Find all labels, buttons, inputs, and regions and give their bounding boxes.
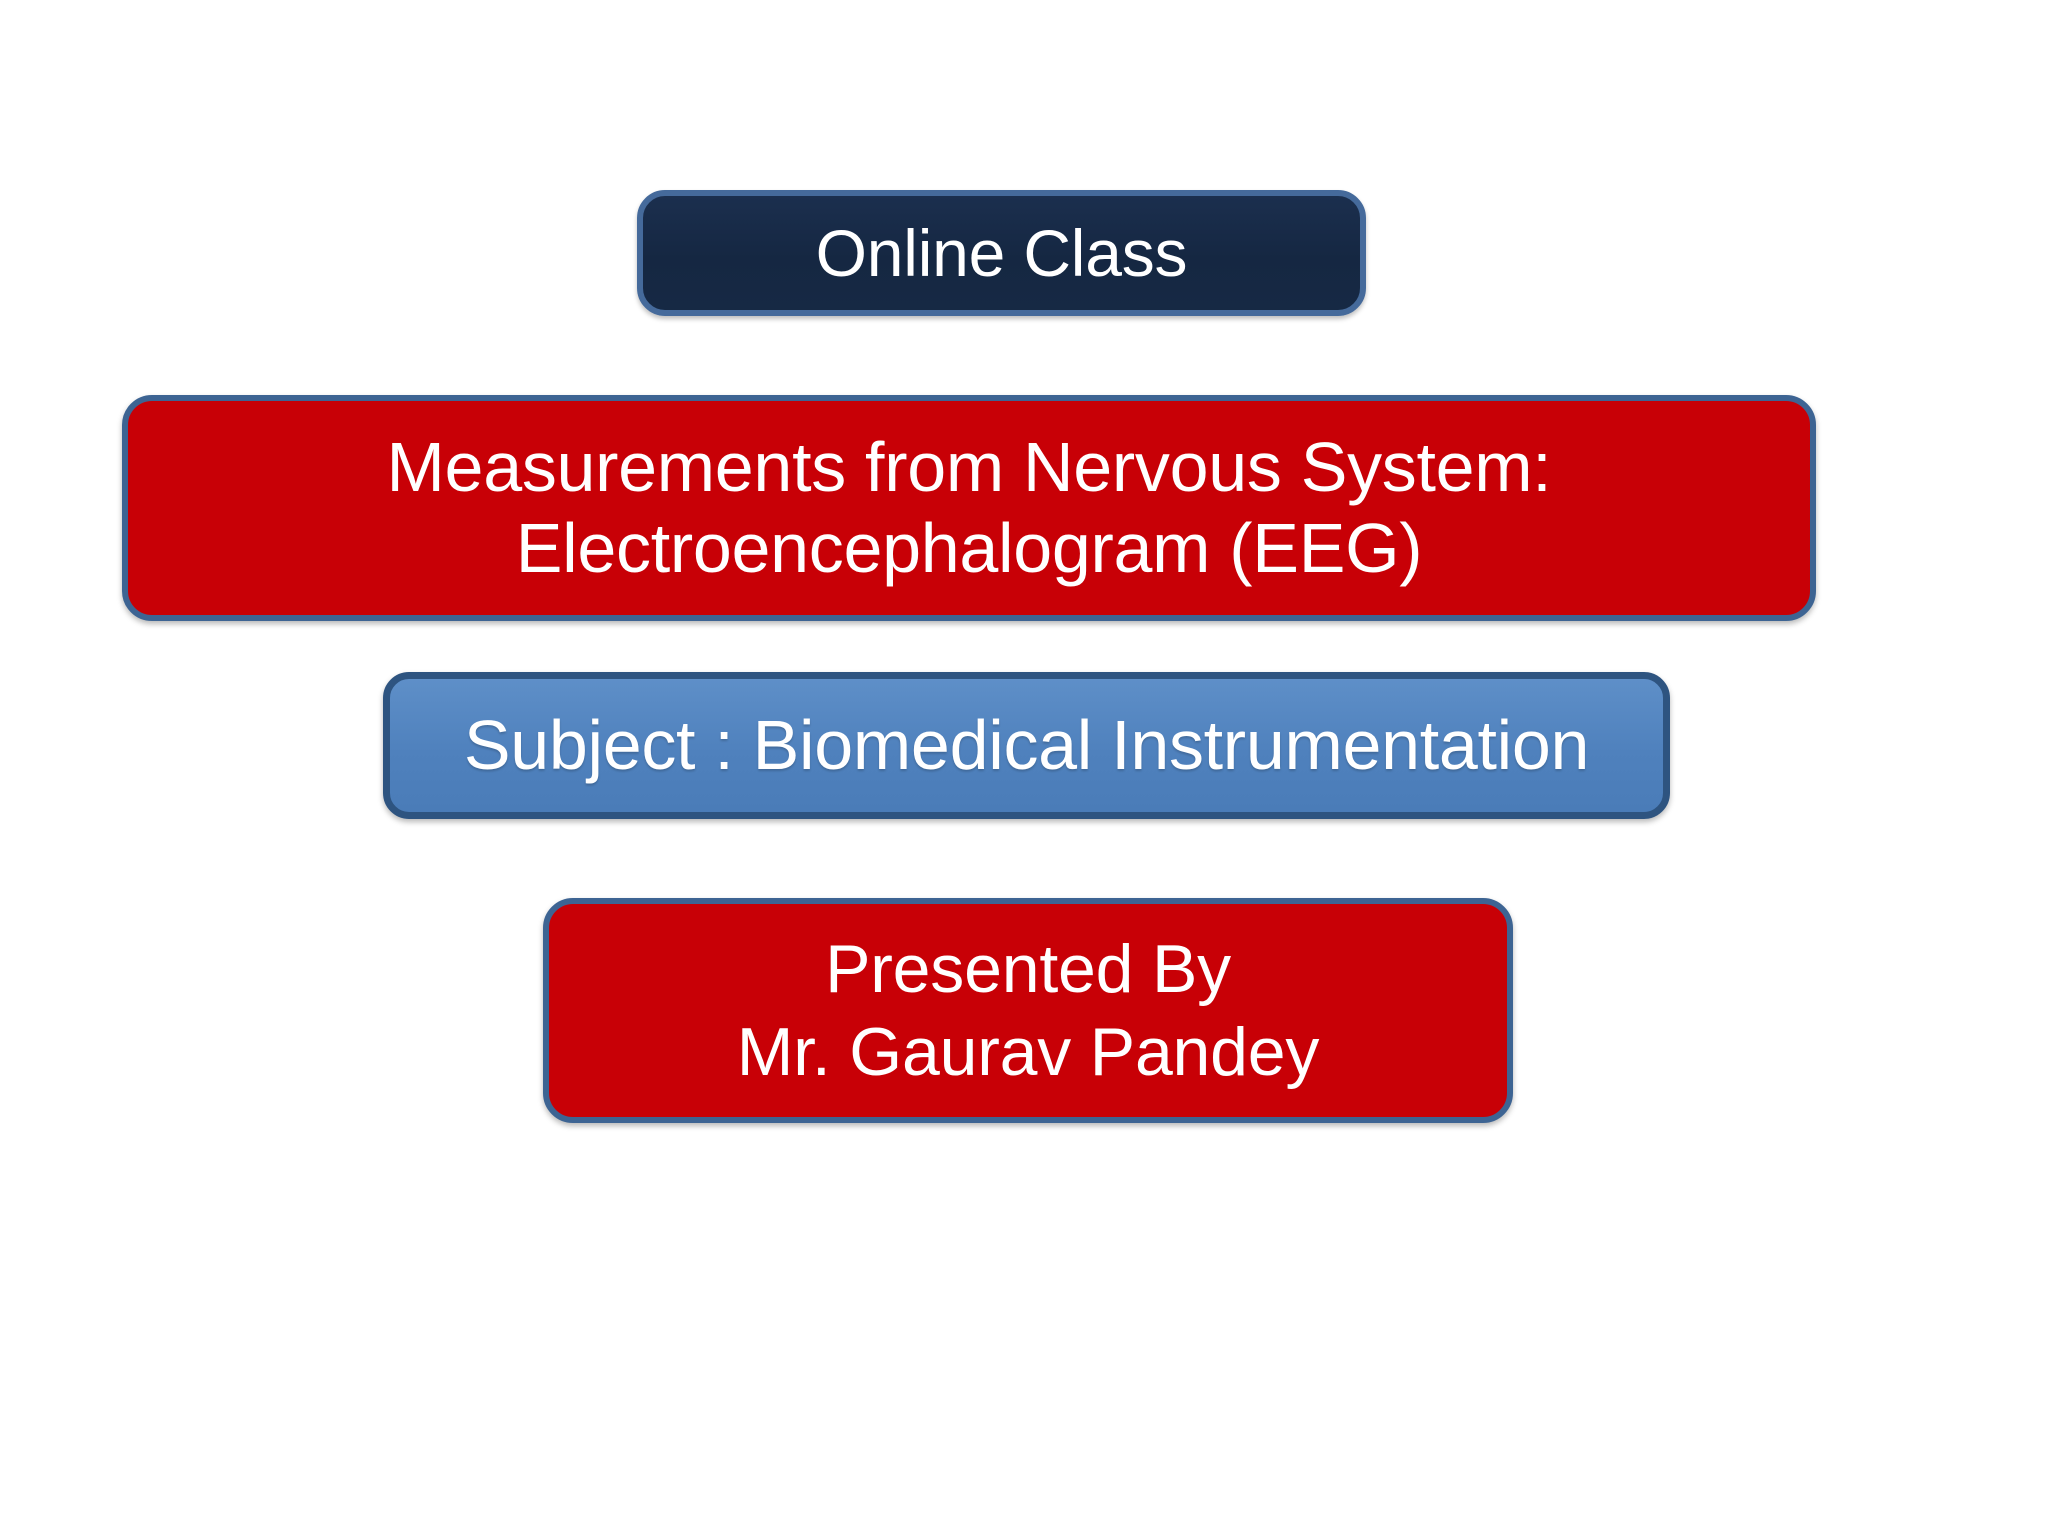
subject-box[interactable]: Subject : Biomedical Instrumentation xyxy=(383,672,1670,819)
presenter-name: Mr. Gaurav Pandey xyxy=(736,1013,1320,1090)
presentation-title-line-1: Measurements from Nervous System: xyxy=(386,427,1552,506)
presentation-title-box[interactable]: Measurements from Nervous System: Electr… xyxy=(122,395,1816,621)
presentation-title-line-2: Electroencephalogram (EEG) xyxy=(515,509,1423,587)
subject-label: Subject : Biomedical Instrumentation xyxy=(463,705,1590,784)
presenter-box[interactable]: Presented By Mr. Gaurav Pandey xyxy=(543,898,1513,1123)
online-class-banner[interactable]: Online Class xyxy=(637,190,1366,316)
online-class-label: Online Class xyxy=(815,215,1188,290)
presented-by-label: Presented By xyxy=(825,930,1231,1007)
